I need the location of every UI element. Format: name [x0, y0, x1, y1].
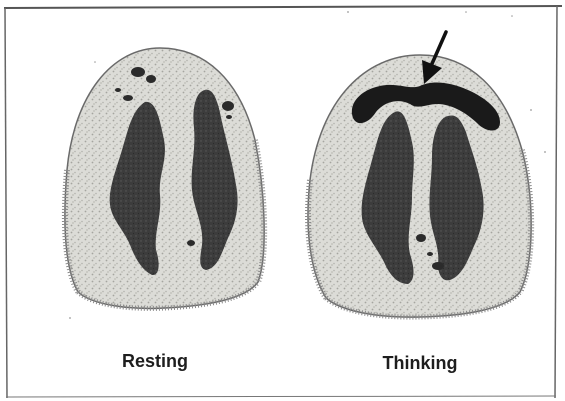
- caption-thinking: Thinking: [383, 353, 458, 374]
- caption-resting: Resting: [122, 351, 188, 372]
